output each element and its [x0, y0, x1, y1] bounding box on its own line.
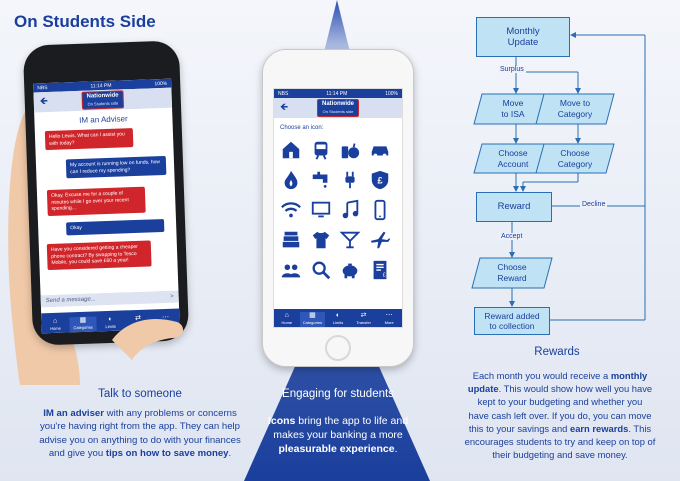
status-bar: NBS 11:14 PM 100%	[274, 89, 402, 98]
books-icon[interactable]	[280, 229, 302, 251]
car-icon[interactable]	[369, 139, 391, 161]
rewards-caption-heading: Rewards	[534, 346, 580, 358]
page-title: On Students Side	[14, 12, 156, 31]
back-arrow-icon[interactable]: 🡸	[280, 102, 289, 113]
home-button[interactable]	[325, 335, 351, 361]
home-icon: ⌂	[284, 312, 289, 319]
cocktail-icon[interactable]	[339, 229, 361, 251]
grid-icon: ▦	[309, 312, 316, 319]
nav-categories[interactable]: ▦Categories	[299, 312, 326, 327]
app-header: 🡸 Nationwide On Students side	[274, 98, 402, 118]
middle-phone-screen: NBS 11:14 PM 100% 🡸 Nationwide On Studen…	[273, 88, 403, 328]
svg-text:£: £	[377, 176, 382, 186]
mobile-phone-icon[interactable]	[369, 199, 391, 221]
nav-limits[interactable]: ◐Limits	[325, 312, 351, 327]
middle-caption-heading: Engaging for students	[282, 388, 394, 400]
plane-icon[interactable]	[369, 229, 391, 251]
pound-shield-icon[interactable]: £	[369, 169, 391, 191]
transfer-icon: ⇄	[360, 312, 367, 319]
left-caption-text: IM an adviser with any problems or conce…	[39, 408, 241, 460]
nav-home[interactable]: ⌂Home	[274, 312, 300, 327]
nav-more[interactable]: ⋯More	[376, 312, 402, 327]
flow-choose-reward: Choose Reward	[497, 262, 527, 283]
bill-icon[interactable]: £	[369, 259, 391, 281]
middle-caption-text: Icons bring the app to life and makes yo…	[267, 415, 409, 455]
magnifier-icon[interactable]	[310, 259, 332, 281]
flow-reward-added: Reward added to collection	[474, 307, 550, 335]
rewards-caption-text: Each month you would receive a monthly u…	[464, 370, 656, 461]
left-caption-heading: Talk to someone	[98, 388, 182, 400]
nav-transfer[interactable]: ⇄Transfer	[351, 312, 377, 327]
nationwide-logo: Nationwide On Students side	[316, 99, 359, 117]
choose-icon-label: Choose an icon:	[280, 125, 324, 131]
wifi-icon[interactable]	[280, 199, 302, 221]
middle-phone: NBS 11:14 PM 100% 🡸 Nationwide On Studen…	[262, 49, 414, 367]
plug-icon[interactable]	[339, 169, 361, 191]
flow-reward: Reward	[476, 192, 552, 222]
groceries-icon[interactable]	[339, 139, 361, 161]
train-icon[interactable]	[310, 139, 332, 161]
bottom-nav: ⌂Home ▦Categories ◐Limits ⇄Transfer ⋯Mor…	[274, 309, 402, 327]
monitor-icon[interactable]	[310, 199, 332, 221]
music-note-icon[interactable]	[339, 199, 361, 221]
flow-monthly-update: Monthly Update	[476, 17, 570, 57]
flame-icon[interactable]	[280, 169, 302, 191]
gauge-icon: ◐	[335, 312, 341, 319]
thumb-illustration	[112, 319, 184, 360]
tap-icon[interactable]	[310, 169, 332, 191]
piggy-bank-icon[interactable]	[339, 259, 361, 281]
flow-label-accept: Accept	[499, 233, 525, 240]
flow-move-category: Move to Category	[557, 98, 593, 119]
flow-choose-account: Choose Account	[497, 147, 529, 169]
flow-move-isa: Move to ISA	[501, 98, 525, 119]
flow-choose-category: Choose Category	[557, 147, 593, 169]
svg-text:£: £	[382, 272, 385, 278]
house-icon[interactable]	[280, 139, 302, 161]
icon-grid: £ £	[280, 139, 398, 281]
flow-label-surplus: Surplus	[498, 66, 526, 73]
more-icon: ⋯	[385, 312, 393, 319]
tshirt-icon[interactable]	[310, 229, 332, 251]
people-icon[interactable]	[280, 259, 302, 281]
flow-label-decline: Decline	[580, 201, 608, 208]
